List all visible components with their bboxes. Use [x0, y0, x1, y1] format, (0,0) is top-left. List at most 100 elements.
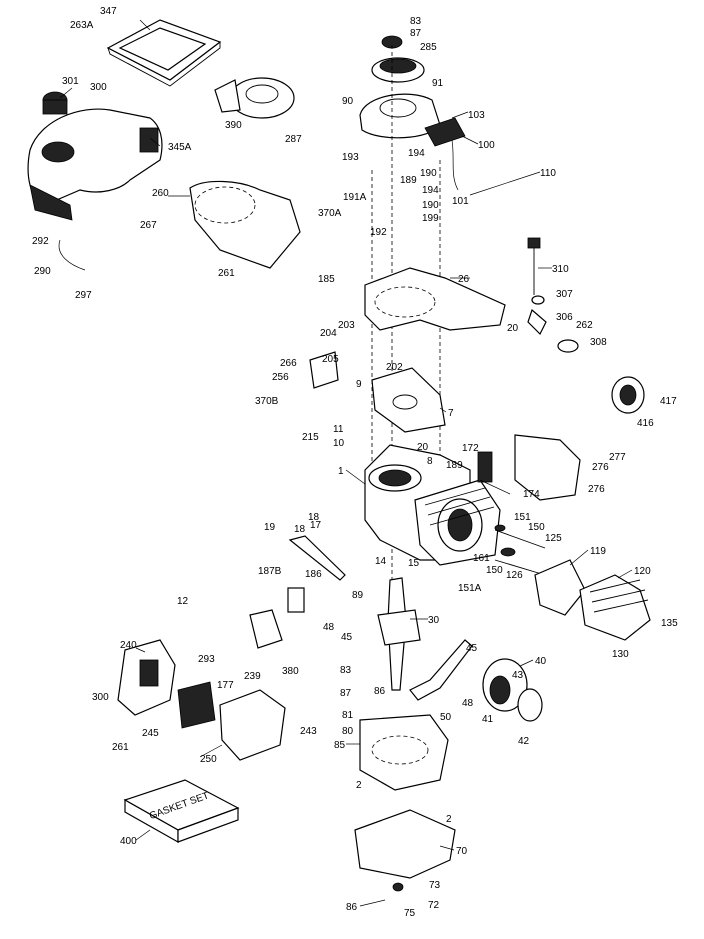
part-label: 17: [310, 520, 322, 531]
part-label: 345A: [168, 142, 192, 153]
part-label: 85: [334, 740, 346, 751]
part-label: 417: [660, 396, 677, 407]
gasket-set-box: GASKET SET: [123, 779, 240, 844]
carburetor-part: [117, 639, 176, 716]
part-label: 75: [404, 908, 416, 919]
part-label: 41: [482, 714, 494, 725]
part-label: 119: [590, 546, 606, 557]
part-label: 83: [410, 16, 422, 27]
oil-sump-part: [354, 809, 456, 892]
part-label: 191A: [343, 192, 367, 203]
part-label: 285: [420, 42, 437, 53]
part-label: 260: [152, 188, 169, 199]
screen-part: [611, 376, 645, 414]
part-label: 135: [661, 618, 678, 629]
part-label: 151: [514, 512, 531, 523]
part-label: 199: [422, 213, 439, 224]
fan-part: [214, 77, 295, 119]
part-label: 86: [346, 902, 358, 913]
part-label: 276: [588, 484, 605, 495]
plate-part: [287, 587, 305, 613]
part-label: 189: [446, 460, 463, 471]
connecting-rod-part: [409, 639, 473, 701]
part-label: 400: [120, 836, 137, 847]
part-label: 11: [333, 424, 344, 435]
part-label: 73: [429, 880, 441, 891]
part-label: 277: [609, 452, 626, 463]
part-label: 48: [323, 622, 335, 633]
part-label: 290: [34, 266, 51, 277]
part-label: 245: [142, 728, 159, 739]
rear-housing-part: [189, 180, 301, 269]
part-label: 347: [100, 6, 117, 17]
part-label: 416: [637, 418, 654, 429]
part-label: 287: [285, 134, 302, 145]
shroud-cover-part: [106, 19, 222, 87]
part-label: 215: [302, 432, 319, 443]
part-label: 239: [244, 671, 261, 682]
part-label: 45: [341, 632, 353, 643]
part-label: 87: [410, 28, 422, 39]
part-label: 130: [612, 649, 629, 660]
governor-rod-part: [288, 535, 346, 581]
part-label: 292: [32, 236, 49, 247]
part-label: 263A: [70, 20, 94, 31]
part-label: 18: [294, 524, 306, 535]
part-label: 307: [556, 289, 573, 300]
part-label: 185: [318, 274, 335, 285]
part-label: 301: [62, 76, 79, 87]
part-label: 250: [200, 754, 217, 765]
part-labels: 347 263A 301 300 390 287 345A 260 370A 2…: [32, 6, 678, 919]
part-label: 2: [446, 814, 452, 825]
bracket-part: [309, 351, 339, 389]
part-label: 48: [462, 698, 474, 709]
crankcase-part: [359, 714, 449, 791]
part-label: 240: [120, 640, 137, 651]
valve-parts: [494, 524, 546, 576]
crankshaft-part: [377, 577, 421, 691]
part-label: 177: [217, 680, 234, 691]
part-label: 262: [576, 320, 593, 331]
part-label: 43: [512, 670, 524, 681]
part-label: 190: [420, 168, 437, 179]
part-label: 91: [432, 78, 444, 89]
starter-cup-part: [371, 35, 425, 83]
part-label: 83: [340, 665, 352, 676]
part-label: 186: [305, 569, 322, 580]
part-label: 151A: [458, 583, 482, 594]
part-label: 125: [545, 533, 562, 544]
part-label: 18: [308, 512, 320, 523]
part-label: 390: [225, 120, 242, 131]
part-label: 276: [592, 462, 609, 473]
part-label: 89: [352, 590, 364, 601]
part-label: 189: [400, 175, 417, 186]
part-label: 103: [468, 110, 485, 121]
part-label: 70: [456, 846, 468, 857]
part-label: 7: [448, 408, 454, 419]
part-label: 267: [140, 220, 157, 231]
part-label: 120: [634, 566, 651, 577]
part-label: 19: [264, 522, 276, 533]
part-label: 40: [535, 656, 547, 667]
part-label: 190: [422, 200, 439, 211]
wire-part: [58, 239, 86, 271]
knob-part: [42, 91, 68, 115]
leader-lines: [59, 87, 633, 907]
part-label: 14: [375, 556, 387, 567]
part-label: 80: [342, 726, 354, 737]
part-label: 2: [356, 780, 362, 791]
part-label: 174: [523, 489, 540, 500]
dipstick-part: [527, 237, 579, 353]
part-label: 100: [478, 140, 495, 151]
part-label: 370A: [318, 208, 342, 219]
cylinder-head-part: [534, 559, 651, 641]
gasket-part: [371, 367, 446, 433]
piston-part: [482, 658, 543, 722]
part-label: 126: [506, 570, 523, 581]
part-label: 20: [417, 442, 429, 453]
part-label: 306: [556, 312, 573, 323]
part-label: 380: [282, 666, 299, 677]
part-label: 297: [75, 290, 92, 301]
part-label: 9: [356, 379, 362, 390]
